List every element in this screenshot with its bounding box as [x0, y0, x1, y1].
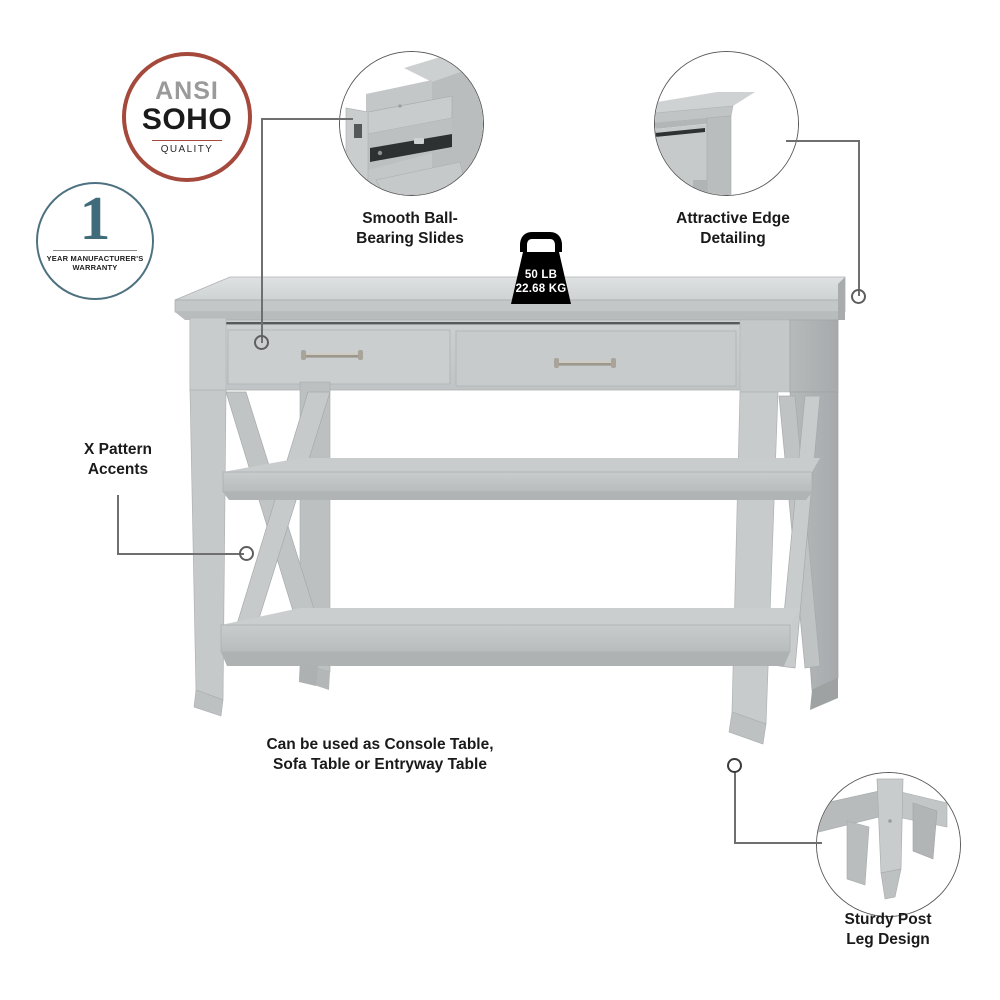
- callout-xpattern-line2: Accents: [87, 461, 149, 479]
- connector-line-xpattern-horizontal: [117, 553, 244, 555]
- callout-leg-line1: Sturdy Post: [844, 911, 932, 928]
- connector-line-edge-horizontal: [786, 140, 860, 142]
- warranty-badge: 1 YEAR MANUFACTURER'S WARRANTY: [36, 182, 154, 300]
- ansi-badge-line1: ANSI: [155, 76, 219, 105]
- warranty-label-line1: YEAR MANUFACTURER'S: [46, 253, 144, 263]
- drawer-pull-left: [301, 350, 363, 360]
- warranty-label-line2: WARRANTY: [72, 263, 118, 273]
- callout-label-x-pattern-accents: X Pattern Accents: [48, 440, 188, 481]
- callout-marker-slides: [254, 335, 269, 350]
- callout-label-leg-design: Sturdy Post Leg Design: [793, 910, 983, 951]
- weight-icon: [511, 232, 571, 304]
- connector-line-edge-vertical: [858, 140, 860, 296]
- ansi-badge-divider: [152, 140, 222, 142]
- connector-line-leg-horizontal: [734, 842, 822, 844]
- callout-slides-line2: Bearing Slides: [356, 230, 464, 248]
- warranty-badge-divider: [53, 249, 137, 251]
- connector-line-slides-vertical: [261, 118, 263, 343]
- weight-kilograms: 22.68 KG: [515, 283, 567, 296]
- leg-detail-circle: [816, 772, 961, 917]
- ansi-soho-quality-badge: ANSI SOHO QUALITY: [122, 52, 252, 182]
- edge-detail-art: [655, 52, 798, 195]
- connector-line-xpattern-vertical: [117, 495, 119, 555]
- leg-detail-art: [817, 773, 960, 916]
- callout-marker-leg: [727, 758, 742, 773]
- callout-marker-edge: [851, 289, 866, 304]
- drawer-slide-detail-art: [340, 52, 483, 195]
- warranty-years-number: 1: [79, 185, 111, 253]
- drawer-slide-detail-circle: [339, 51, 484, 196]
- drawer-pull-right: [554, 358, 616, 368]
- callout-label-usage: Can be used as Console Table, Sofa Table…: [215, 735, 545, 776]
- callout-edge-line2: Detailing: [700, 230, 766, 248]
- weight-pounds: 50 LB: [524, 269, 558, 281]
- callout-marker-xpattern: [239, 546, 254, 561]
- ansi-badge-line2: SOHO: [141, 102, 233, 136]
- weight-capacity-text: 50 LB 22.68 KG: [505, 268, 577, 296]
- callout-leg-line2: Leg Design: [846, 931, 930, 949]
- connector-line-leg-vertical: [734, 772, 736, 844]
- callout-xpattern-line1: X Pattern: [83, 441, 153, 458]
- connector-line-slides-horizontal: [261, 118, 353, 120]
- callout-label-edge-detailing: Attractive Edge Detailing: [628, 209, 838, 250]
- callout-edge-line1: Attractive Edge: [676, 210, 790, 227]
- edge-detail-circle: [654, 51, 799, 196]
- callout-usage-line2: Sofa Table or Entryway Table: [273, 756, 487, 774]
- ansi-badge-line3: QUALITY: [160, 144, 214, 156]
- callout-slides-line1: Smooth Ball-: [362, 210, 458, 227]
- weight-capacity-badge: 50 LB 22.68 KG: [505, 228, 577, 306]
- callout-usage-line1: Can be used as Console Table,: [266, 736, 494, 753]
- callout-label-ball-bearing-slides: Smooth Ball- Bearing Slides: [310, 209, 510, 250]
